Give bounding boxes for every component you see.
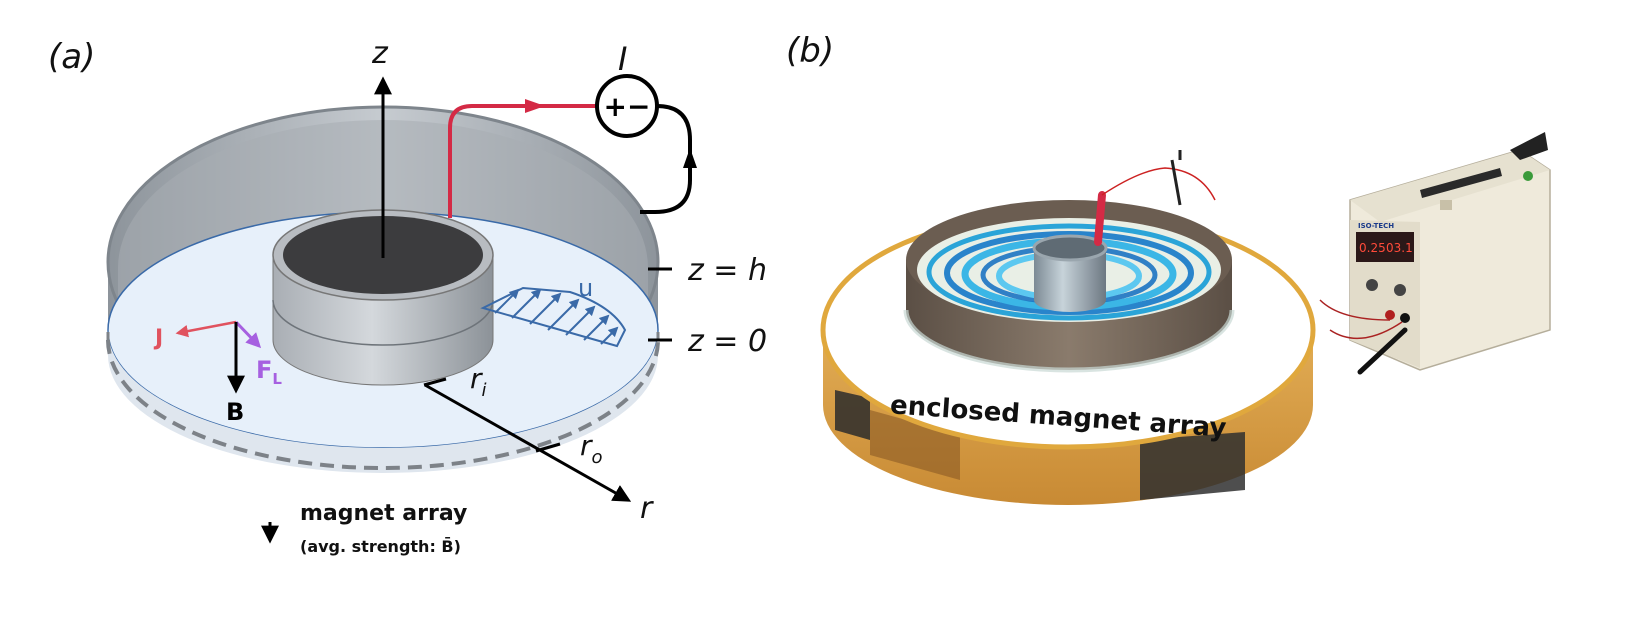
velocity-arrows [494, 288, 619, 345]
B-label: B [226, 398, 244, 426]
current-label: I [618, 40, 627, 78]
r-axis-label: r [640, 491, 654, 526]
display-right: 03.1 [1386, 241, 1413, 255]
display-panel [1356, 232, 1414, 262]
voltage-source [595, 74, 659, 138]
red-wire [448, 104, 597, 218]
z-h-label: z = h [687, 253, 767, 288]
supply-brand: ISO-TECH [1358, 222, 1394, 230]
center-cylinder [1034, 248, 1106, 312]
power-supply: 0.25 03.1 ISO-TECH [1349, 132, 1551, 371]
z-axis-label: z [371, 36, 389, 71]
velocity-label: u [578, 274, 593, 302]
F-vector [234, 320, 262, 349]
panel-a: (a) z +− I [48, 36, 767, 556]
panel-b: (b) enclosed magnet array [786, 31, 1551, 505]
z-0-label: z = 0 [687, 324, 767, 359]
supply-cables [1319, 299, 1403, 340]
magnet-legend-title: magnet array [300, 501, 467, 526]
velocity-profile [480, 286, 627, 348]
magnet-legend-sub: (avg. strength: B̄) [300, 536, 461, 556]
panel-a-label: (a) [48, 37, 95, 77]
fluid-body [108, 330, 658, 473]
r-axis-arrow [424, 383, 632, 502]
r-outer-label: ro [580, 429, 603, 468]
black-wire [640, 104, 692, 214]
display-left: 0.25 [1359, 241, 1386, 255]
panel-b-label: (b) [786, 31, 834, 71]
J-label: J [153, 326, 163, 351]
F-label: FL [256, 356, 282, 388]
probe-red [1094, 191, 1106, 246]
r-inner-label: ri [470, 362, 487, 401]
voltage-source-symbol: +− [604, 90, 651, 123]
J-vector [175, 320, 237, 338]
